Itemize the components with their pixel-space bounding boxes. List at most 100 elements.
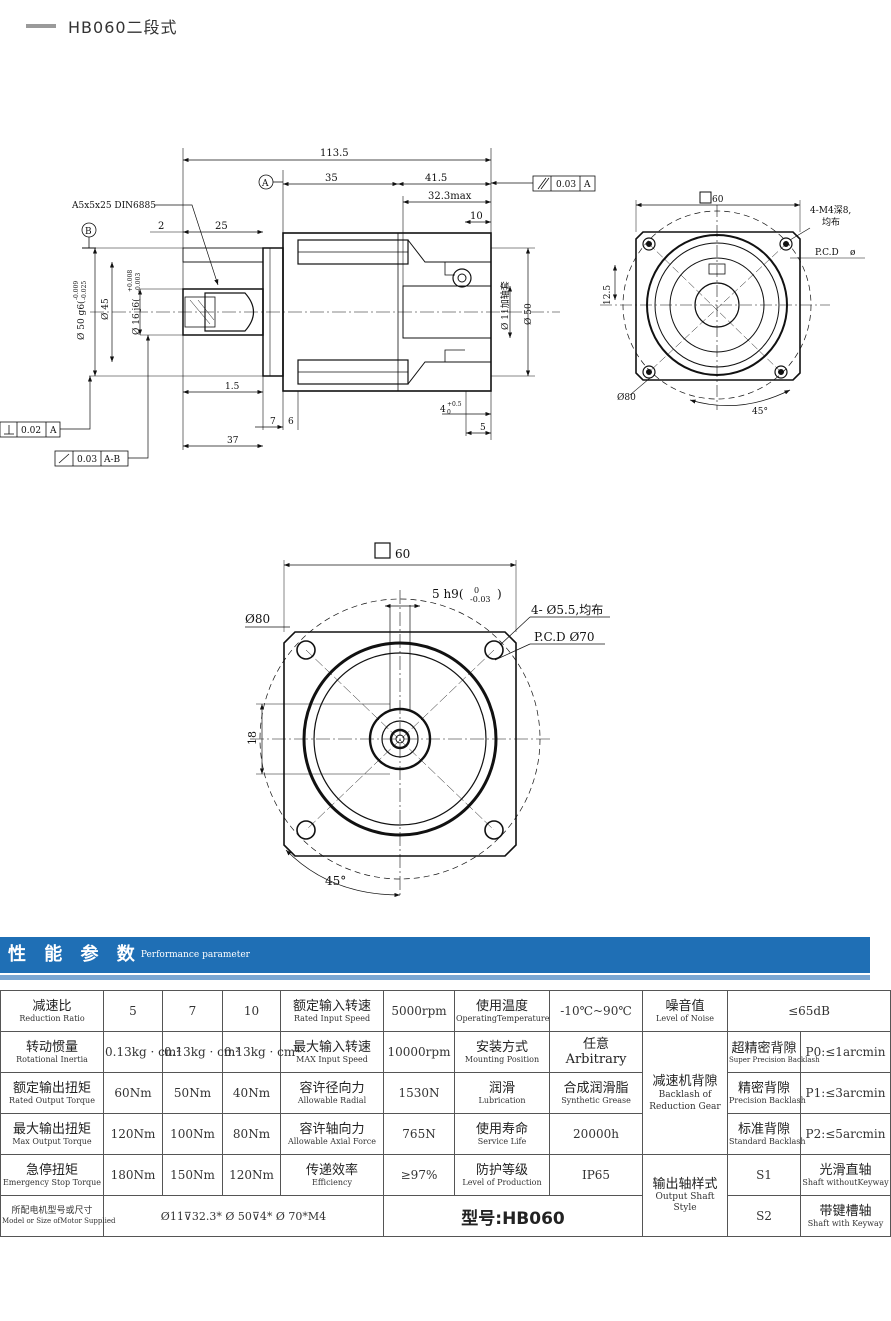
- right-square-60: 60: [712, 195, 724, 205]
- m4-label: 4-M4深8,: [810, 205, 851, 216]
- table-cell: 40Nm: [222, 1072, 281, 1114]
- banner-title-cn: 性 能 参 数: [8, 944, 141, 965]
- technical-drawing: 113.5 35 41.5 32.3max 10 25 2 A5x5x25 DI…: [0, 148, 865, 898]
- table-cell: S2: [727, 1195, 801, 1237]
- table-cell: 5000rpm: [383, 990, 455, 1032]
- end-view-front: 60 5 h9( 0 -0.03 ) 4- Ø5.5,均布 P.C.D Ø70 …: [245, 542, 610, 898]
- dia-50g6-tol-a: -0.009: [73, 281, 80, 300]
- table-cell: P0:≤1arcmin: [799, 1031, 891, 1073]
- dim-5: 5: [480, 423, 486, 433]
- front-dim-18: 18: [246, 731, 259, 745]
- table-cell: 1530N: [383, 1072, 455, 1114]
- dia-50g6: Ø 50 g6(: [76, 300, 87, 340]
- right-angle-45: 45°: [752, 407, 768, 417]
- dim-4-tol-a: +0.5: [447, 401, 462, 408]
- dim-35: 35: [325, 173, 338, 184]
- dim-4: 4: [440, 405, 446, 415]
- table-cell: S1: [727, 1154, 801, 1196]
- table-cell: P1:≤3arcmin: [799, 1072, 891, 1114]
- front-pcd: P.C.D Ø70: [534, 630, 595, 644]
- dim-1-5: 1.5: [225, 382, 240, 392]
- dia-50: Ø 50: [523, 303, 534, 325]
- table-cell: ≤65dB: [726, 990, 891, 1032]
- front-square-60: 60: [395, 547, 410, 561]
- page-title: HB060二段式: [68, 18, 178, 37]
- front-key-h9-close: ): [497, 587, 502, 601]
- banner-stripe: [0, 975, 870, 980]
- right-pcd: P.C.D: [815, 248, 839, 258]
- key-spec: A5x5x25 DIN6885: [71, 201, 156, 211]
- front-key-tol-b: -0.03: [470, 595, 491, 604]
- banner-title-en: Performance parameter: [140, 950, 250, 960]
- flatness-ref: A: [583, 180, 591, 190]
- runout-tol: 0.03: [77, 455, 97, 465]
- table-cell: Ø11⊽32.3* Ø 50⊽4* Ø 70*M4: [103, 1195, 384, 1237]
- perp-ref: A: [49, 426, 57, 436]
- dim-113-5: 113.5: [320, 148, 349, 159]
- title-bar-decoration: [26, 24, 56, 28]
- table-cell: 0.13kg · cm²: [103, 1031, 181, 1073]
- dim-7: 7: [270, 417, 276, 427]
- table-cell: 10000rpm: [383, 1031, 455, 1073]
- front-holes: 4- Ø5.5,均布: [531, 603, 603, 617]
- table-cell: 50Nm: [162, 1072, 223, 1114]
- dia-16j6-tol-a: +0.008: [127, 270, 134, 292]
- dim-25: 25: [215, 221, 228, 232]
- end-view-right: 60 4-M4深8, 均布 P.C.D ø 12.5 Ø80 45°: [600, 191, 865, 417]
- side-view: 113.5 35 41.5 32.3max 10 25 2 A5x5x25 DI…: [0, 148, 596, 467]
- table-cell: 180Nm: [103, 1154, 163, 1196]
- dia-45: Ø 45: [100, 298, 111, 320]
- dim-32-3max: 32.3max: [428, 191, 472, 202]
- front-dia-80: Ø80: [245, 612, 270, 626]
- table-cell: ≥97%: [383, 1154, 455, 1196]
- table-cell: 5: [103, 990, 163, 1032]
- table-cell: 120Nm: [222, 1154, 281, 1196]
- page-title-block: HB060二段式: [26, 14, 178, 38]
- table-cell: 150Nm: [162, 1154, 223, 1196]
- table-cell: 80Nm: [222, 1113, 281, 1155]
- dim-2: 2: [158, 221, 164, 232]
- table-cell: 0.13kg · cm²: [162, 1031, 240, 1073]
- dim-37: 37: [227, 436, 239, 446]
- runout-ref: A-B: [103, 455, 121, 465]
- table-cell: 765N: [383, 1113, 455, 1155]
- table-cell: 10: [222, 990, 281, 1032]
- dim-6: 6: [288, 417, 294, 427]
- datum-a: A: [261, 179, 269, 189]
- table-cell: 100Nm: [162, 1113, 223, 1155]
- table-cell: 型号:HB060: [383, 1195, 643, 1237]
- front-angle-45: 45°: [325, 874, 346, 888]
- dia-11: Ø 11加轴套: [499, 281, 511, 330]
- right-dim-12-5: 12.5: [603, 285, 613, 305]
- m4-label-2: 均布: [822, 216, 840, 228]
- perp-tol: 0.02: [21, 426, 41, 436]
- table-cell: 7: [162, 990, 223, 1032]
